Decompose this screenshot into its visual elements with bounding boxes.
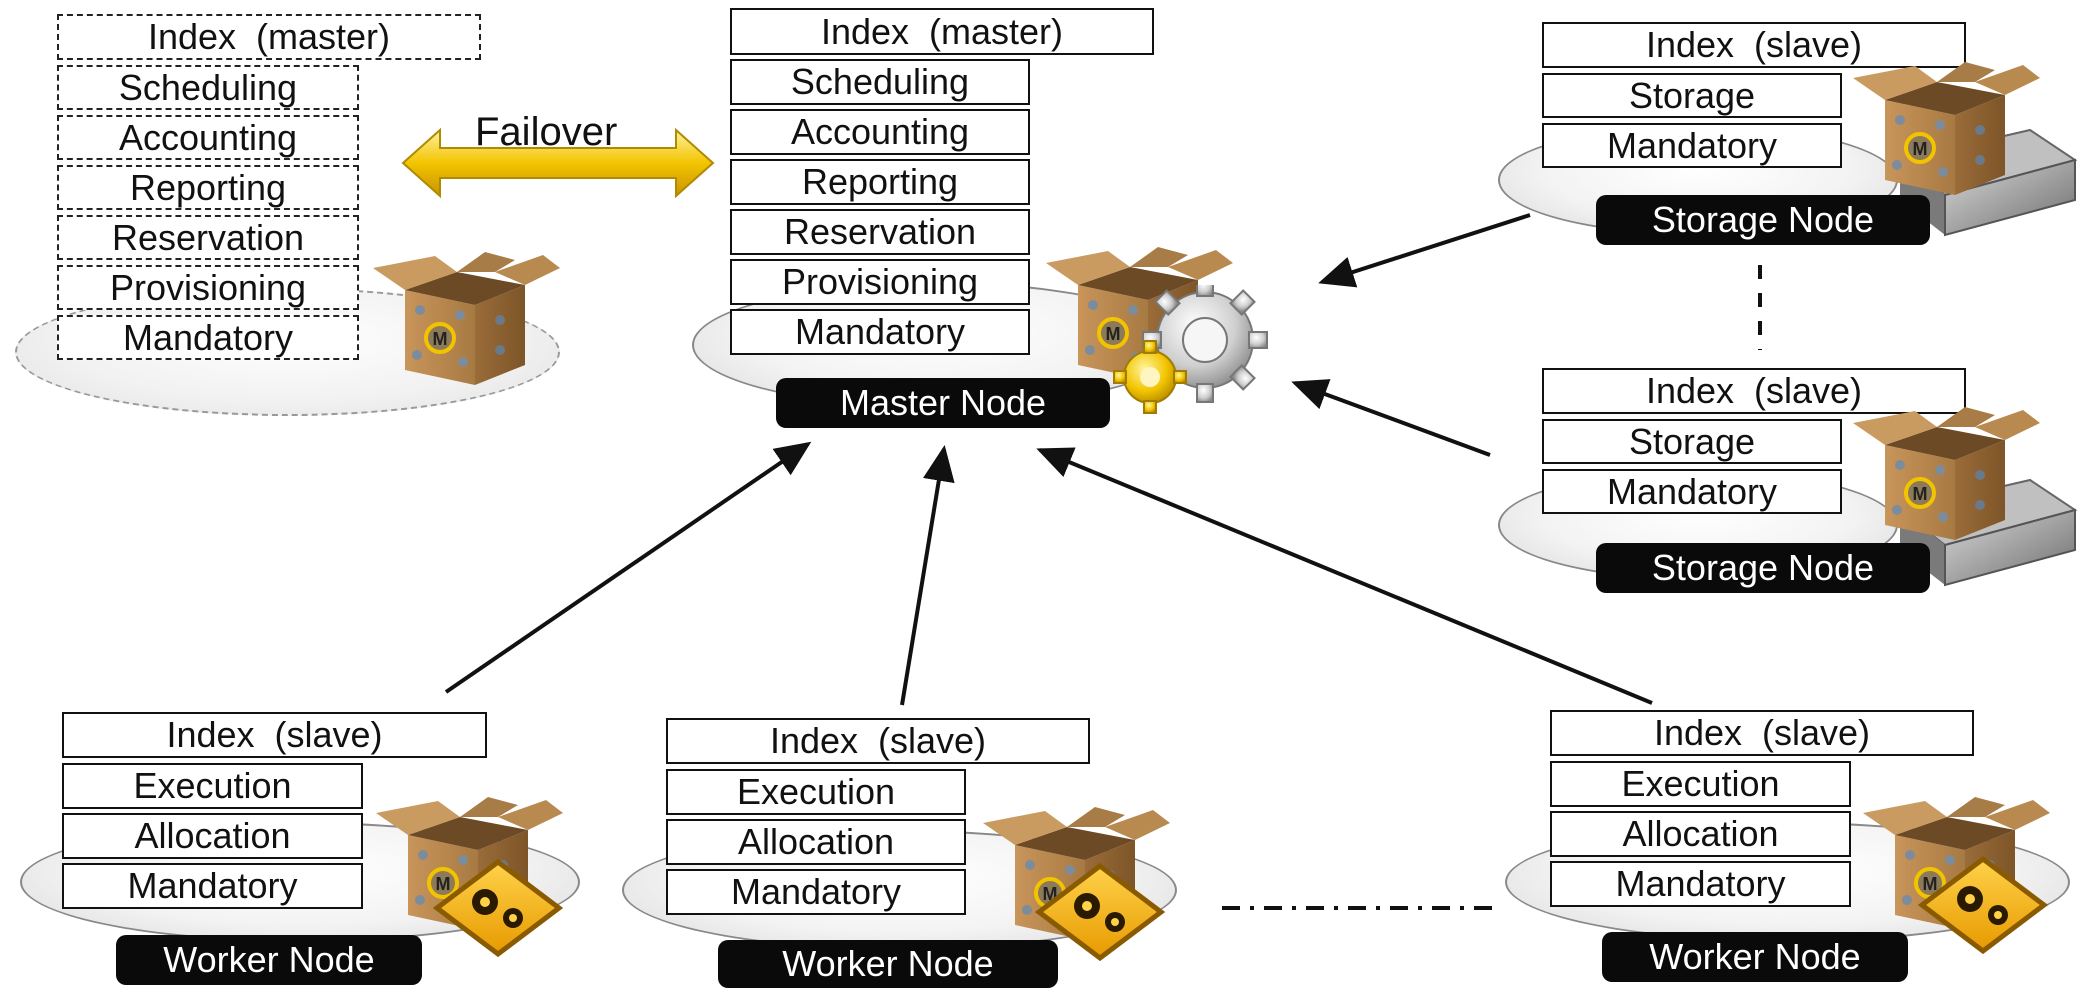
worker3-module-allocation: Allocation [1550,811,1851,857]
worker2-module-index: Index (slave) [666,718,1090,764]
backup-module-reporting: Reporting [57,165,359,210]
worker2-module-mandatory: Mandatory [666,869,966,915]
backup-module-provisioning: Provisioning [57,265,359,310]
worker2-module-execution: Execution [666,769,966,815]
storage2-module-index: Index (slave) [1542,368,1966,414]
backup-module-reservation: Reservation [57,215,359,260]
master-module-reservation: Reservation [730,209,1030,255]
master-module-accounting: Accounting [730,109,1030,155]
master-node-label: Master Node [776,378,1110,428]
worker3-module-mandatory: Mandatory [1550,861,1851,907]
worker1-module-index: Index (slave) [62,712,487,758]
arrow-worker2-to-master [900,445,955,706]
backup-module-scheduling: Scheduling [57,65,359,110]
master-module-provisioning: Provisioning [730,259,1030,305]
worker1-module-execution: Execution [62,763,363,809]
backup-module-mandatory: Mandatory [57,315,359,360]
worker3-module-execution: Execution [1550,761,1851,807]
worker1-module-mandatory: Mandatory [62,863,363,909]
arrow-storage2-to-master [1291,379,1491,457]
arrow-storage1-to-master [1318,213,1531,288]
arrow-worker3-to-master [1036,447,1653,705]
master-module-mandatory: Mandatory [730,309,1030,355]
worker-node-label-2: Worker Node [718,940,1058,988]
worker1-module-allocation: Allocation [62,813,363,859]
storage-node-label-1: Storage Node [1596,195,1930,245]
worker-node-label-3: Worker Node [1602,932,1908,982]
storage1-module-storage: Storage [1542,73,1842,118]
worker3-module-index: Index (slave) [1550,710,1974,756]
storage2-module-mandatory: Mandatory [1542,469,1842,514]
storage2-module-storage: Storage [1542,419,1842,464]
storage-node-label-2: Storage Node [1596,543,1930,593]
backup-module-accounting: Accounting [57,115,359,160]
master-module-index: Index (master) [730,8,1154,55]
storage1-module-index: Index (slave) [1542,22,1966,68]
master-module-scheduling: Scheduling [730,59,1030,105]
worker-node-label-1: Worker Node [116,935,422,985]
backup-module-index: Index (master) [57,14,481,60]
worker2-module-allocation: Allocation [666,819,966,865]
failover-label: Failover [475,110,618,154]
storage1-module-mandatory: Mandatory [1542,123,1842,168]
arrow-worker1-to-master [444,441,812,694]
master-module-reporting: Reporting [730,159,1030,205]
